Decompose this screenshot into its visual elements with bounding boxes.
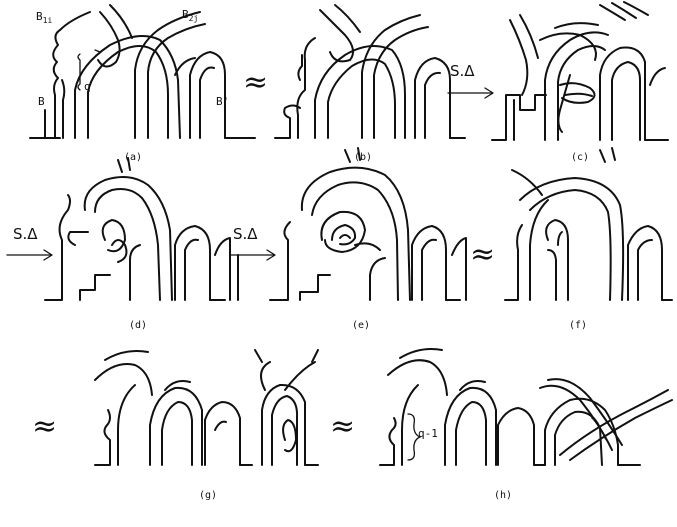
- label-b2j: B2j: [182, 8, 198, 23]
- panel-label-h: (h): [494, 490, 512, 501]
- panel-d-diagram: [45, 158, 238, 300]
- label-q: q: [84, 80, 91, 93]
- equiv-e-f: ≈: [470, 240, 495, 270]
- op-label-to-d: S.Δ: [13, 225, 38, 243]
- panel-e-diagram: [270, 148, 466, 300]
- panel-label-a: (a): [124, 152, 142, 163]
- panel-label-g: (g): [199, 490, 217, 501]
- equiv-g-h: ≈: [330, 412, 355, 442]
- op-label-d-e: S.Δ: [233, 225, 258, 243]
- panel-a-diagram: [30, 5, 255, 138]
- equiv-a-b: ≈: [243, 68, 268, 98]
- panel-c-diagram: [492, 2, 668, 140]
- arrow-b-c: [446, 86, 496, 100]
- panel-label-c: (c): [571, 152, 589, 163]
- panel-b-diagram: [275, 5, 465, 138]
- panel-label-d: (d): [129, 320, 147, 331]
- brace-q-minus-1: [404, 412, 424, 462]
- op-label-b-c: S.Δ: [450, 62, 475, 80]
- arrow-to-d: [5, 248, 55, 262]
- arrow-d-e: [228, 248, 278, 262]
- panel-label-b: (b): [354, 152, 372, 163]
- equiv-to-g: ≈: [32, 412, 57, 442]
- label-b: B: [38, 95, 45, 108]
- label-b-prime: B': [216, 95, 229, 108]
- panel-f-diagram: [505, 148, 672, 300]
- panel-g-diagram: [95, 350, 318, 465]
- label-b1i: B1i: [36, 10, 52, 25]
- panel-label-f: (f): [569, 320, 587, 331]
- panel-label-e: (e): [352, 320, 370, 331]
